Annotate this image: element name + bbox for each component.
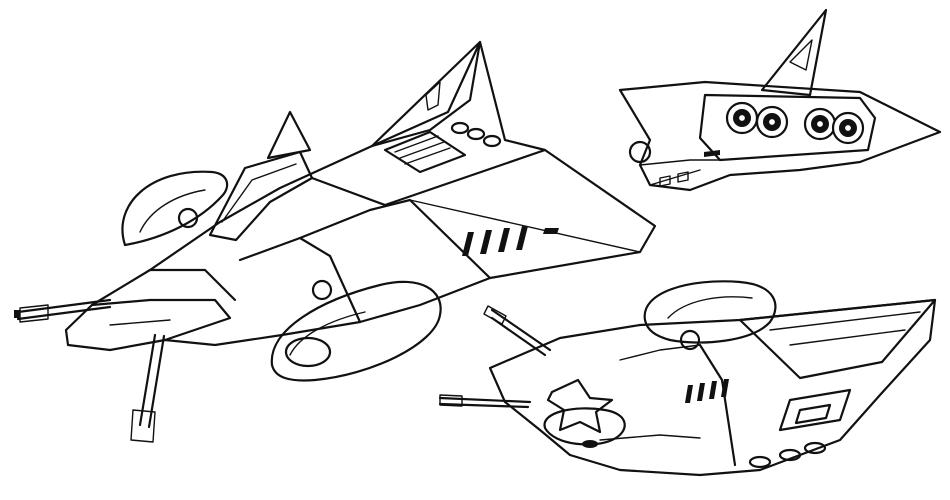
- side-rear-cannon: [438, 396, 532, 404]
- thruster-housing: [698, 93, 877, 162]
- right-pod: [270, 280, 442, 382]
- tail-fin: [370, 40, 482, 148]
- upper-rear-cannon: [490, 308, 552, 352]
- spacecraft-rear-three-quarter-view: [438, 280, 937, 477]
- right-wing: [738, 298, 937, 380]
- spacecraft-rear-view: [618, 8, 942, 192]
- lower-cannon: [138, 333, 157, 427]
- left-dome: [121, 170, 229, 247]
- top-dome: [643, 280, 777, 344]
- rear-tail-fin: [760, 8, 828, 97]
- spacecraft-front-view: [14, 40, 657, 443]
- canopy: [208, 150, 314, 242]
- star-emblem: [546, 378, 614, 434]
- rear-hull: [618, 80, 942, 192]
- lower-pod: [543, 407, 626, 446]
- main-hull: [64, 40, 657, 352]
- rear-three-quarter-hull: [488, 298, 937, 477]
- left-cannon: [16, 298, 112, 314]
- thruster-cluster: [725, 101, 865, 145]
- upper-hatch: [383, 130, 467, 174]
